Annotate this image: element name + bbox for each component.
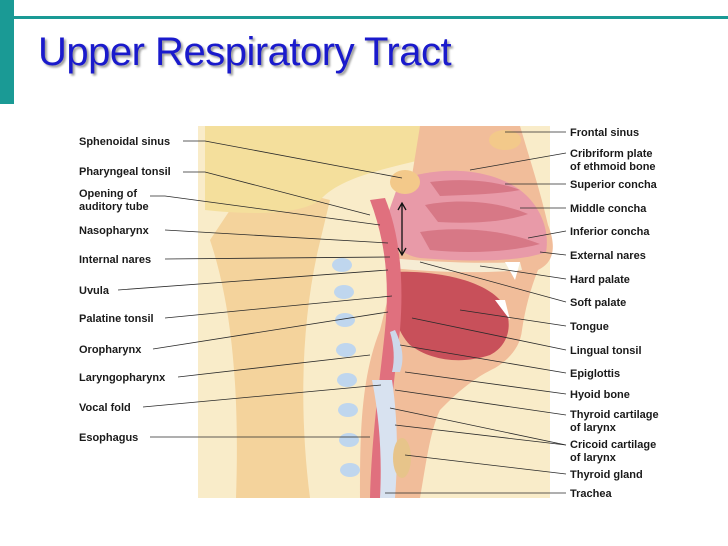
tongue (390, 271, 509, 361)
epiglottis (390, 330, 403, 372)
right-leader-lines (385, 131, 567, 494)
accent-side-bar (0, 0, 14, 104)
label-inferior-concha: Inferior concha (570, 226, 650, 238)
left-leader-lines (117, 140, 403, 438)
hard-palate (390, 258, 522, 273)
label-auditory-tube: auditory tube (79, 201, 149, 213)
cervical-vertebrae (332, 258, 360, 477)
label-thyroid-cartilage-of-larynx: of larynx (570, 422, 617, 434)
larynx (372, 380, 397, 498)
superior-concha (430, 180, 520, 196)
label-cricoid-cartilage-of-larynx: of larynx (570, 452, 617, 464)
label-internal-nares: Internal nares (79, 254, 151, 266)
label-soft-palate: Soft palate (570, 297, 626, 309)
label-nasopharynx: Nasopharynx (79, 225, 150, 237)
right-labels: Frontal sinus Cribriform plate of ethmoi… (570, 127, 659, 500)
pharynx-airway (370, 198, 402, 498)
label-epiglottis: Epiglottis (570, 368, 620, 380)
label-cricoid-cartilage: Cricoid cartilage (570, 439, 656, 451)
label-esophagus: Esophagus (79, 432, 138, 444)
label-frontal-sinus: Frontal sinus (570, 127, 639, 139)
label-cribriform-plate: Cribriform plate (570, 148, 653, 160)
accent-top-rule (14, 16, 728, 19)
label-palatine-tonsil: Palatine tonsil (79, 313, 154, 325)
label-middle-concha: Middle concha (570, 203, 647, 215)
teeth (495, 262, 520, 320)
sphenoidal-sinus (390, 170, 420, 194)
label-hyoid-bone: Hyoid bone (570, 389, 630, 401)
middle-concha (425, 201, 528, 223)
label-vocal-fold: Vocal fold (79, 402, 131, 414)
cranium (205, 126, 420, 213)
neck-back-skin (210, 180, 330, 498)
label-thyroid-cartilage: Thyroid cartilage (570, 409, 659, 421)
frontal-sinus (489, 130, 521, 150)
label-laryngopharynx: Laryngopharynx (79, 372, 166, 384)
label-lingual-tonsil: Lingual tonsil (570, 345, 642, 357)
label-uvula: Uvula (79, 285, 110, 297)
label-of-ethmoid-bone: of ethmoid bone (570, 161, 656, 173)
label-hard-palate: Hard palate (570, 274, 630, 286)
label-pharyngeal-tonsil: Pharyngeal tonsil (79, 166, 171, 178)
nasopharynx-arrowhead-top (397, 201, 407, 211)
left-labels: Sphenoidal sinus Pharyngeal tonsil Openi… (79, 136, 171, 444)
label-oropharynx: Oropharynx (79, 344, 142, 356)
label-tongue: Tongue (570, 321, 609, 333)
label-thyroid-gland: Thyroid gland (570, 469, 643, 481)
slide-title: Upper Respiratory Tract (38, 30, 452, 74)
label-external-nares: External nares (570, 250, 646, 262)
label-trachea: Trachea (570, 488, 612, 500)
inferior-concha (420, 229, 540, 252)
label-sphenoidal-sinus: Sphenoidal sinus (79, 136, 170, 148)
label-superior-concha: Superior concha (570, 179, 658, 191)
thyroid-gland (393, 438, 411, 478)
nasopharynx-arrowhead-bottom (397, 247, 407, 257)
label-opening-of: Opening of (79, 188, 137, 200)
